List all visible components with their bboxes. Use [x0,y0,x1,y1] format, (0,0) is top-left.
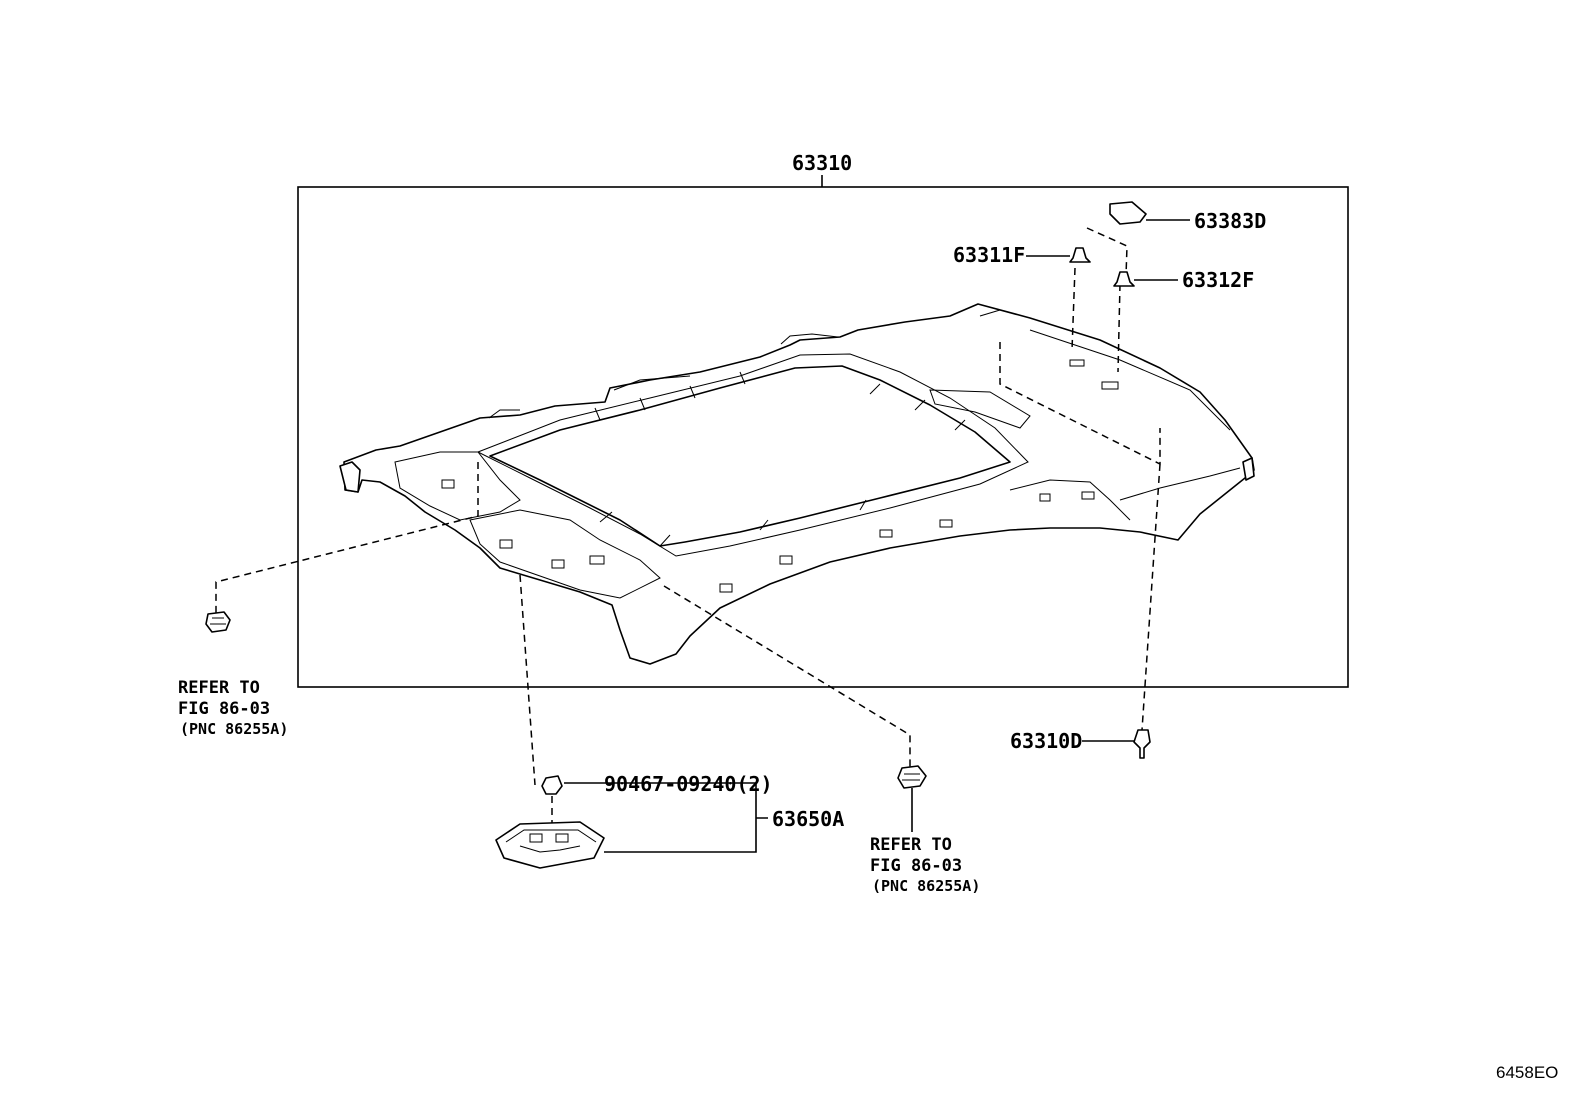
callout-63383d: 63383D [1194,209,1266,233]
clip-left-refer[interactable] [205,611,231,633]
callout-63312f: 63312F [1182,268,1254,292]
clip-63310d[interactable] [1082,729,1151,759]
clip-63311f[interactable] [1026,247,1091,263]
ref-center-line1: REFER TO [870,835,952,855]
leader-63383d [1086,227,1128,277]
callout-63311f: 63311F [953,243,1025,267]
figure-code: 6458EO [1496,1063,1558,1082]
clip-center-refer[interactable] [897,765,927,832]
leader-63311f [1071,267,1076,351]
roof-headliner[interactable] [339,303,1255,665]
ref-left-line1: REFER TO [178,678,260,698]
ref-center-line3: (PNC 86255A) [872,877,980,895]
leader-lamp [519,574,536,786]
ref-left-line3: (PNC 86255A) [180,720,288,738]
callout-screw: 90467-09240(2) [604,772,773,796]
callout-lamp-assy: 63650A [772,807,844,831]
ref-center-line2: FIG 86-03 [870,856,962,876]
bracket-63650a [748,782,768,853]
ref-left-line2: FIG 86-03 [178,699,270,719]
leader-left-clip [215,462,479,615]
callout-63310d: 63310D [1010,729,1082,753]
leader-63312f [1117,283,1121,373]
headliner-frame [297,186,1349,688]
clip-63312f[interactable] [1113,271,1178,287]
clip-63383d[interactable] [1109,201,1190,225]
screw-90467[interactable] [541,775,748,826]
lamp-assembly-63650a[interactable] [495,821,748,869]
callout-headliner: 63310 [792,151,852,175]
leader-63310d [999,342,1161,731]
